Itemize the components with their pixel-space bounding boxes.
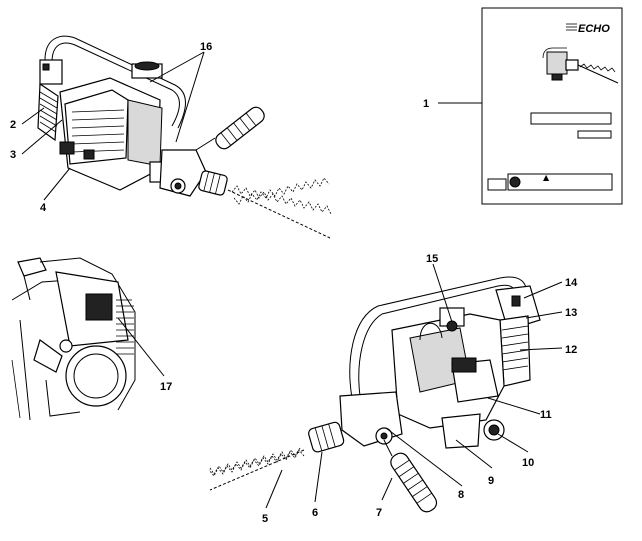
callout-6: 6 [312, 507, 318, 519]
callout-numbers: 1 2 3 4 5 6 7 8 9 10 11 12 13 14 15 16 1… [10, 41, 578, 525]
callout-11: 11 [540, 409, 552, 421]
callout-1: 1 [423, 98, 429, 110]
unit-view-closeup [11, 257, 136, 421]
warning-symbol: ▲ [543, 173, 550, 182]
callout-10: 10 [522, 457, 534, 469]
callout-5: 5 [262, 513, 268, 525]
callout-16: 16 [200, 41, 212, 53]
warning-icon [509, 176, 521, 188]
warning-label-icon [85, 293, 113, 321]
callout-12: 12 [565, 344, 577, 356]
callout-8: 8 [458, 489, 464, 501]
unit-view-bottom-right [208, 276, 541, 513]
hedge-trimmer-illustration [542, 47, 619, 84]
callout-3: 3 [10, 149, 16, 161]
operator-manual-card: ECHO ▲ [481, 7, 623, 205]
callout-17: 17 [160, 381, 172, 393]
callout-7: 7 [376, 507, 382, 519]
callout-15: 15 [426, 253, 438, 265]
leader-lines [21, 51, 563, 509]
callout-14: 14 [565, 277, 578, 289]
unit-view-top-left [37, 35, 332, 239]
callout-13: 13 [565, 307, 577, 319]
echo-logo: ECHO [578, 23, 610, 35]
callout-9: 9 [488, 475, 494, 487]
callout-4: 4 [40, 202, 47, 214]
callout-2: 2 [10, 119, 16, 131]
